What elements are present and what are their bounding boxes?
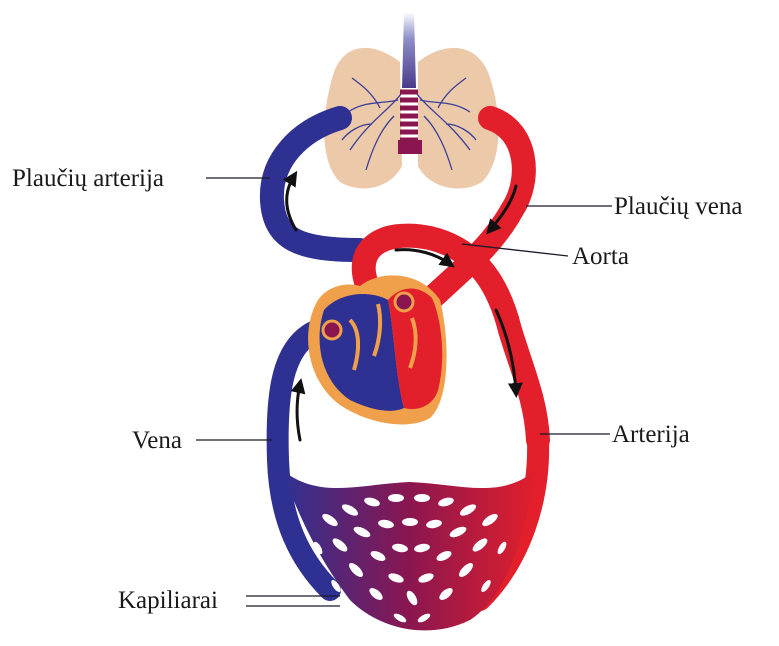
trachea <box>402 12 416 88</box>
label-pulmonary-vein: Plaučių vena <box>614 193 742 220</box>
label-pulmonary-artery: Plaučių arterija <box>12 165 164 192</box>
bronchial-rings <box>400 92 418 140</box>
label-kapiliarai: Kapiliarai <box>118 587 218 614</box>
hilum <box>398 140 422 154</box>
label-vena: Vena <box>132 427 182 454</box>
lungs <box>324 12 498 189</box>
heart <box>308 275 446 424</box>
left-atrium-valve <box>395 293 413 311</box>
label-arterija: Arterija <box>612 421 690 448</box>
label-aorta: Aorta <box>572 243 629 270</box>
right-atrium-valve <box>323 321 341 339</box>
